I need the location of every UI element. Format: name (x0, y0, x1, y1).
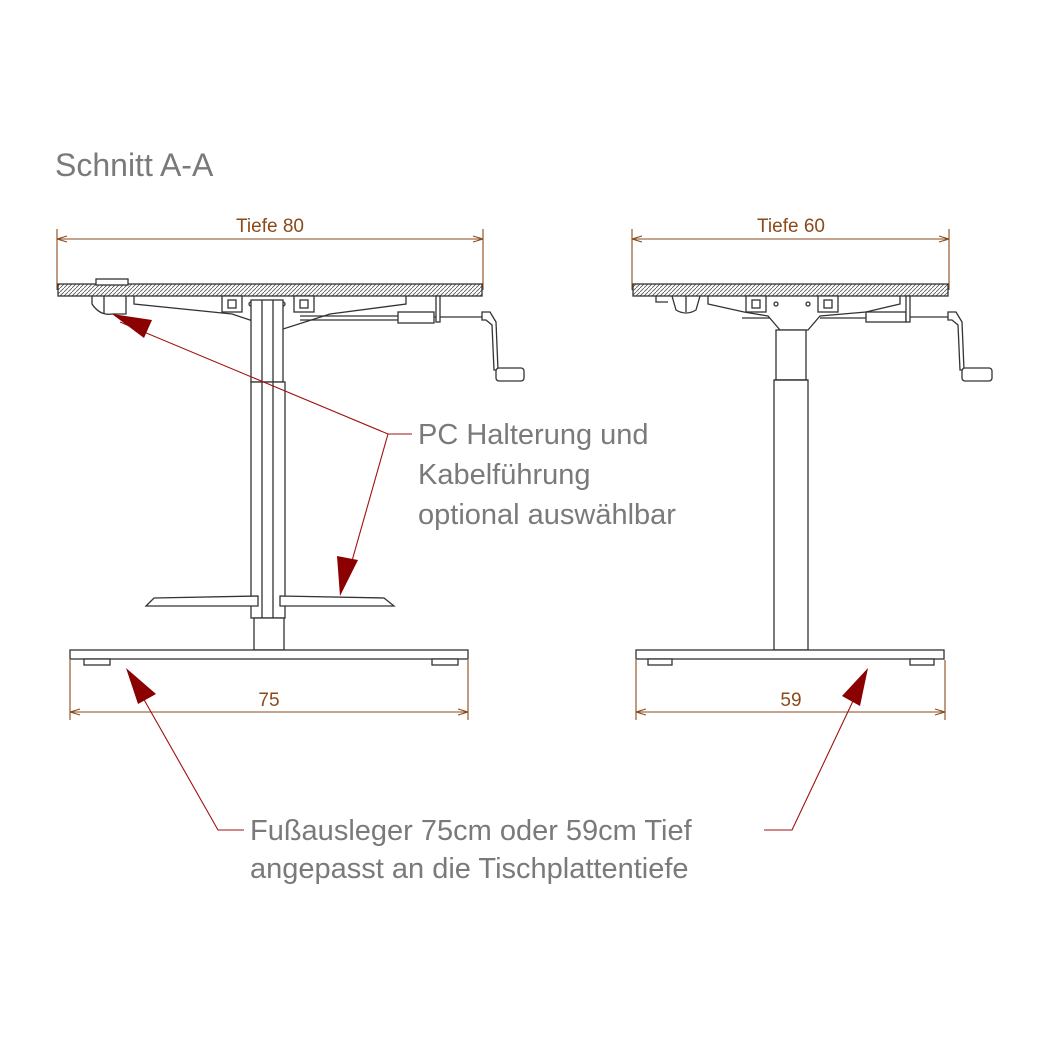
left-foot-label: 75 (258, 690, 279, 711)
foot-annotation: Fußausleger 75cm oder 59cm Tief angepass… (126, 668, 868, 885)
right-base-foot (635, 649, 945, 666)
pc-holder-line-1: PC Halterung und (418, 419, 649, 451)
right-desk-view: Tiefe 60 (631, 216, 993, 720)
right-crank (865, 295, 993, 382)
left-footrest (144, 595, 259, 607)
foot-line-1: Fußausleger 75cm oder 59cm Tief (250, 815, 693, 847)
right-depth-dimension: Tiefe 60 (631, 216, 950, 290)
left-desk-view: Tiefe 80 (56, 216, 525, 720)
left-column (250, 299, 286, 651)
left-crank (300, 295, 525, 382)
right-tabletop (632, 283, 949, 297)
left-foot-dimension: 75 (69, 660, 469, 720)
right-depth-label: Tiefe 60 (757, 216, 825, 237)
right-foot-dimension: 59 (635, 660, 946, 720)
left-tabletop (57, 283, 483, 297)
foot-line-2: angepasst an die Tischplattentiefe (250, 853, 689, 885)
pc-holder-line-3: optional auswählbar (418, 499, 676, 531)
right-column (773, 329, 809, 651)
left-depth-label: Tiefe 80 (236, 216, 304, 237)
pc-holder-line-2: Kabelführung (418, 459, 591, 491)
right-foot-label: 59 (780, 690, 801, 711)
left-base-foot (69, 649, 469, 666)
left-pc-holder (91, 278, 129, 315)
pc-holder-annotation: PC Halterung und Kabelführung optional a… (112, 314, 676, 596)
left-depth-dimension: Tiefe 80 (56, 216, 484, 290)
section-title: Schnitt A-A (55, 147, 214, 183)
